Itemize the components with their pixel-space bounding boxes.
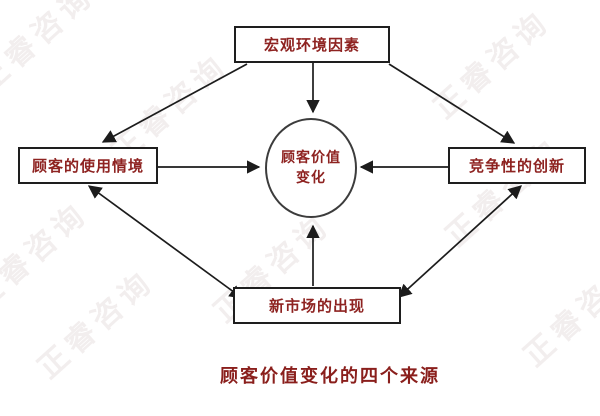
- node-label: 竞争性的创新: [468, 157, 565, 175]
- node-new-market-emergence: 新市场的出现: [233, 287, 401, 324]
- node-label: 新市场的出现: [268, 297, 365, 315]
- diagram-title: 顾客价值变化的四个来源: [220, 366, 440, 387]
- node-customer-value-change: 顾客价值变化: [265, 118, 357, 218]
- node-label: 宏观环境因素: [263, 36, 360, 54]
- node-customer-usage-context: 顾客的使用情境: [18, 147, 158, 184]
- arrow-usage-market-bidirectional: [87, 185, 244, 299]
- arrow-macro-to-usage: [101, 63, 248, 143]
- arrow-macro-to-innovation: [388, 63, 516, 144]
- node-macro-environment: 宏观环境因素: [234, 26, 390, 63]
- node-label: 顾客的使用情境: [31, 157, 144, 175]
- arrow-innovation-market-bidirectional: [397, 185, 523, 298]
- center-label: 顾客价值变化: [281, 150, 341, 186]
- node-competitive-innovation: 竞争性的创新: [448, 147, 586, 184]
